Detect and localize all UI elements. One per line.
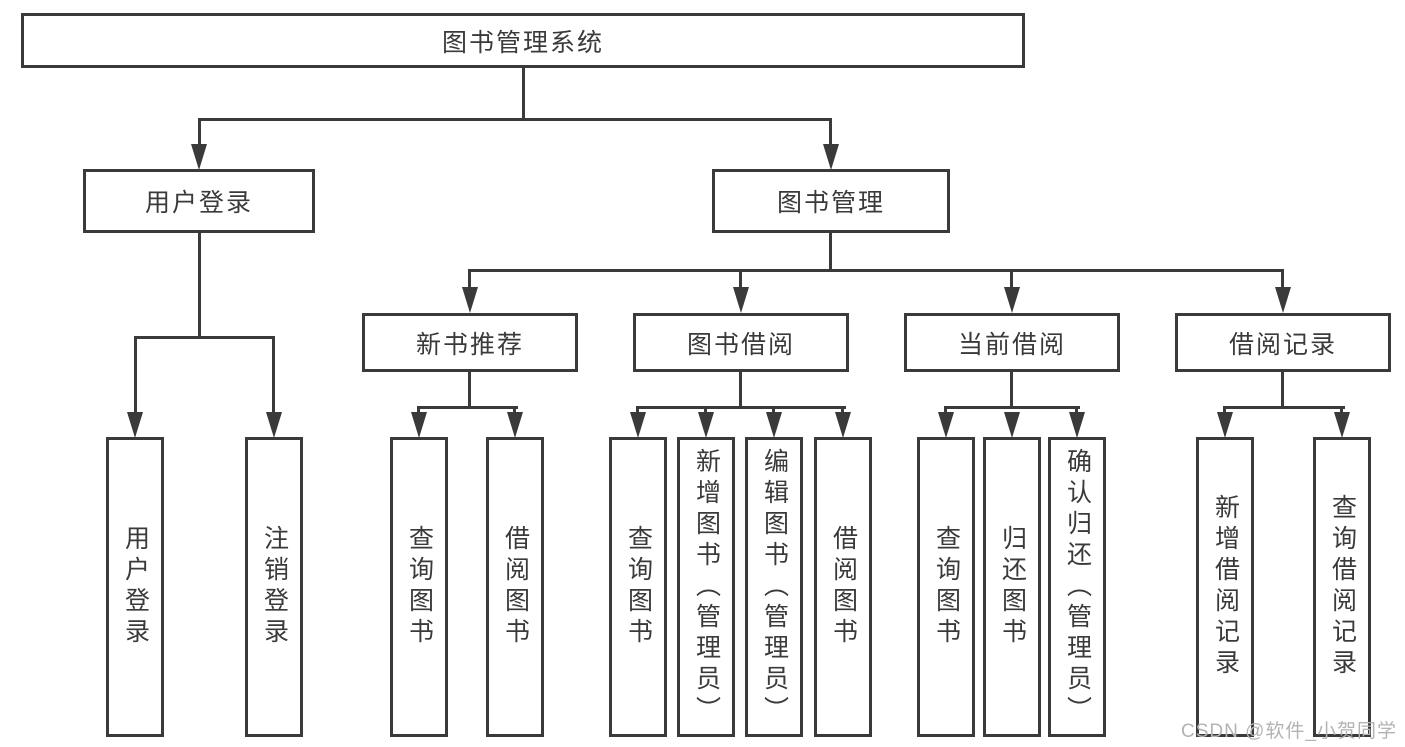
node-book-management: 图书管理 [712, 169, 950, 233]
leaf-logout: 注销登录 [245, 437, 303, 737]
leaf-user-login: 用户登录 [106, 437, 164, 737]
connector-vline [1010, 372, 1013, 409]
leaf-query-borrow-record: 查询借阅记录 [1313, 437, 1371, 737]
connector-arrowhead [1334, 412, 1350, 438]
connector-vline [841, 406, 844, 415]
connector-vline [468, 269, 471, 291]
connector-arrowhead [1069, 412, 1085, 438]
connector-vline [198, 118, 201, 148]
connector-arrowhead [462, 287, 478, 313]
node-root: 图书管理系统 [21, 13, 1025, 68]
connector-vline [829, 118, 832, 148]
connector-hline [1223, 406, 1345, 409]
node-new-book-recommend: 新书推荐 [362, 313, 578, 372]
connector-arrowhead [938, 412, 954, 438]
connector-arrowhead [411, 412, 427, 438]
connector-vline [829, 233, 832, 272]
connector-hline [417, 406, 518, 409]
leaf-return-books: 归还图书 [983, 437, 1041, 737]
connector-arrowhead [1217, 412, 1233, 438]
connector-arrowhead [823, 144, 839, 170]
leaf-add-borrow-record: 新增借阅记录 [1196, 437, 1254, 737]
connector-vline [468, 372, 471, 409]
connector-vline [417, 406, 420, 415]
connector-vline [772, 406, 775, 415]
connector-vline [513, 406, 516, 415]
leaf-query-books-current: 查询图书 [917, 437, 975, 737]
connector-vline [1075, 406, 1078, 415]
connector-vline [1281, 372, 1284, 409]
connector-arrowhead [766, 412, 782, 438]
connector-arrowhead [191, 144, 207, 170]
leaf-borrow-books: 借阅图书 [814, 437, 872, 737]
connector-vline [134, 336, 137, 412]
connector-arrowhead [733, 287, 749, 313]
connector-vline [636, 406, 639, 415]
connector-hline [636, 406, 846, 409]
connector-vline [739, 372, 742, 409]
connector-arrowhead [835, 412, 851, 438]
leaf-add-books-admin: 新增图书（管理员） [677, 437, 735, 737]
connector-hline [468, 269, 1284, 272]
node-current-borrow: 当前借阅 [904, 313, 1120, 372]
connector-hline [944, 406, 1080, 409]
connector-vline [704, 406, 707, 415]
connector-vline [198, 233, 201, 339]
leaf-confirm-return-admin: 确认归还（管理员） [1048, 437, 1106, 737]
node-borrow-records: 借阅记录 [1175, 313, 1391, 372]
connector-vline [944, 406, 947, 415]
node-user-login: 用户登录 [83, 169, 315, 233]
connector-arrowhead [266, 412, 282, 438]
node-book-borrow: 图书借阅 [633, 313, 849, 372]
leaf-edit-books-admin: 编辑图书（管理员） [745, 437, 803, 737]
connector-hline [134, 336, 275, 339]
connector-arrowhead [698, 412, 714, 438]
connector-arrowhead [507, 412, 523, 438]
leaf-borrow-books-recommend: 借阅图书 [486, 437, 544, 737]
leaf-query-books-recommend: 查询图书 [390, 437, 448, 737]
connector-hline [198, 118, 832, 121]
connector-arrowhead [1275, 287, 1291, 313]
connector-arrowhead [1004, 412, 1020, 438]
connector-arrowhead [1004, 287, 1020, 313]
connector-vline [272, 336, 275, 412]
connector-arrowhead [630, 412, 646, 438]
connector-arrowhead [127, 412, 143, 438]
connector-vline [739, 269, 742, 291]
connector-vline [1281, 269, 1284, 291]
connector-vline [1340, 406, 1343, 415]
connector-vline [1010, 269, 1013, 291]
connector-vline [1223, 406, 1226, 415]
watermark: CSDN @软件_小贺同学 [1181, 721, 1397, 742]
leaf-query-books-borrow: 查询图书 [609, 437, 667, 737]
connector-vline [522, 68, 525, 121]
